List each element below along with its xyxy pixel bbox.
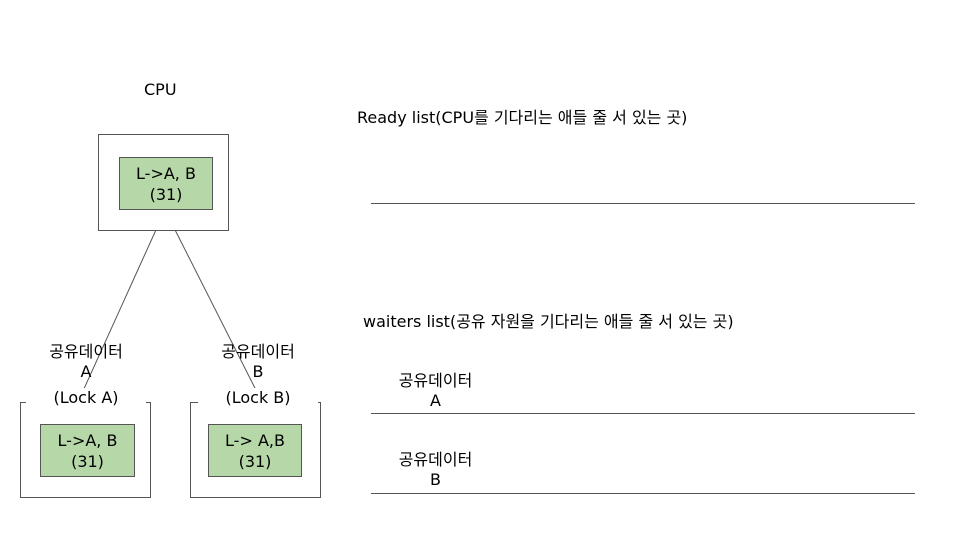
waiters-line-a [371, 413, 915, 414]
shared-b-title: 공유데이터 B [198, 342, 318, 382]
waiters-entry-a-line1: 공유데이터 [398, 371, 473, 390]
cpu-thread-box: L->A, B (31) [119, 157, 213, 210]
cpu-title: CPU [144, 80, 177, 99]
waiters-list-label: waiters list(공유 자원을 기다리는 애들 줄 서 있는 곳) [363, 312, 734, 331]
cpu-thread-owner: L->A, B [136, 163, 196, 183]
shared-b-thread-box: L-> A,B (31) [208, 424, 302, 477]
waiters-entry-b-line1: 공유데이터 [398, 450, 473, 469]
shared-b-title-line1: 공유데이터 [221, 342, 295, 361]
waiters-entry-b: 공유데이터 B [388, 450, 483, 490]
shared-a-thread-owner: L->A, B [57, 430, 118, 450]
shared-b-thread-owner: L-> A,B [225, 430, 285, 450]
shared-a-thread-priority: (31) [71, 451, 104, 471]
waiters-entry-a: 공유데이터 A [388, 371, 483, 411]
shared-a-title-line2: A [80, 362, 92, 381]
shared-b-title-line2: B [252, 362, 264, 381]
shared-a-title: 공유데이터 A [26, 342, 146, 382]
waiters-entry-b-line2: B [430, 470, 441, 489]
cpu-thread-priority: (31) [149, 184, 183, 204]
connector-cpu-to-a [77, 209, 166, 403]
shared-b-lock-label: (Lock B) [198, 388, 318, 408]
ready-list-line [371, 203, 915, 204]
shared-a-title-line1: 공유데이터 [49, 342, 123, 361]
shared-a-lock-label: (Lock A) [26, 388, 146, 408]
shared-b-thread-priority: (31) [238, 451, 272, 471]
connector-cpu-to-b [164, 209, 263, 403]
waiters-line-b [371, 493, 915, 494]
waiters-entry-a-line2: A [430, 391, 441, 410]
ready-list-label: Ready list(CPU를 기다리는 애들 줄 서 있는 곳) [357, 108, 688, 127]
shared-a-thread-box: L->A, B (31) [40, 424, 135, 477]
